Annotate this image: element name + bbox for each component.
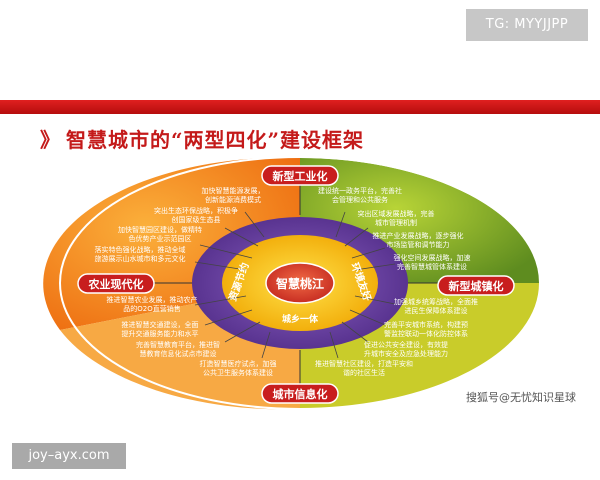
note-10: 完善平安城市系统，构建预警监控联动一体化防控体系 bbox=[384, 320, 468, 338]
note-4: 落实特色强化战略，推动全域旅游展示山水城市和多元文化 bbox=[95, 245, 186, 263]
title-text: 智慧城市的“两型四化”建设框架 bbox=[66, 127, 365, 152]
sohu-credit-watermark: 搜狐号@无忧知识星球 bbox=[466, 391, 576, 404]
note-2: 突出生态环保战略，积极争创国家级生态县 bbox=[154, 206, 238, 224]
note-1: 加快智慧能源发展，创新能源消费模式 bbox=[202, 186, 265, 204]
pillar-right: 新型城镇化 bbox=[437, 275, 515, 296]
svg-text:农业现代化: 农业现代化 bbox=[88, 277, 144, 291]
pillar-bottom: 城市信息化 bbox=[261, 383, 339, 404]
note-15: 完善智慧教育平台，推进智慧教育信息化试点市建设 bbox=[136, 340, 220, 358]
pillar-left: 农业现代化 bbox=[77, 273, 155, 294]
note-8: 强化空间发展战略，加速完善智慧城管体系建设 bbox=[394, 253, 471, 271]
note-16: 打造智慧医疗试点，加强公共卫生服务体系建设 bbox=[200, 359, 277, 377]
note-11: 促进公共安全建设，有效提升城市安全及应急处理能力 bbox=[364, 340, 448, 358]
svg-text:新型城镇化: 新型城镇化 bbox=[449, 279, 504, 293]
note-6: 突出区域发展战略，完善城市管理机制 bbox=[358, 209, 435, 227]
header-red-bar bbox=[0, 100, 600, 114]
ring-label-urban-rural: 城乡一体 bbox=[282, 313, 319, 325]
center-label: 智慧桃江 bbox=[275, 276, 324, 291]
center-core bbox=[265, 262, 335, 304]
watermark-bottom-left: joy–ayx.com bbox=[12, 443, 126, 469]
title-chevron-icon: 》 bbox=[40, 127, 60, 152]
svg-text:新型工业化: 新型工业化 bbox=[273, 169, 328, 183]
note-9: 加强城乡统筹战略，全面推进民生保障体系建设 bbox=[394, 297, 478, 315]
pillar-top: 新型工业化 bbox=[261, 165, 339, 186]
framework-diagram: 资源节约 环境友好 城乡一体 智慧桃江 新型工业化 农业现代化 新型城镇化 城市… bbox=[43, 156, 541, 410]
note-3: 加快智慧园区建设，做精特色优势产业示范园区 bbox=[118, 225, 202, 243]
note-14: 推进智慧交通建设，全面提升交通服务能力和水平 bbox=[122, 320, 199, 338]
note-13: 推进智慧农业发展，推动农产品的O2O直营销售 bbox=[107, 295, 198, 313]
watermark-top-right: TG: MYYJJPP bbox=[466, 9, 588, 41]
note-5: 建设统一政务平台，完善社会管理和公共服务 bbox=[318, 186, 402, 204]
note-12: 推进智慧社区建设，打造平安和谐的社区生活 bbox=[315, 359, 413, 377]
page-title: 》 智慧城市的“两型四化”建设框架 bbox=[40, 124, 364, 152]
svg-text:城市信息化: 城市信息化 bbox=[273, 387, 328, 401]
note-7: 推进产业发展战略，逐步强化市场监管和调节能力 bbox=[373, 231, 464, 249]
